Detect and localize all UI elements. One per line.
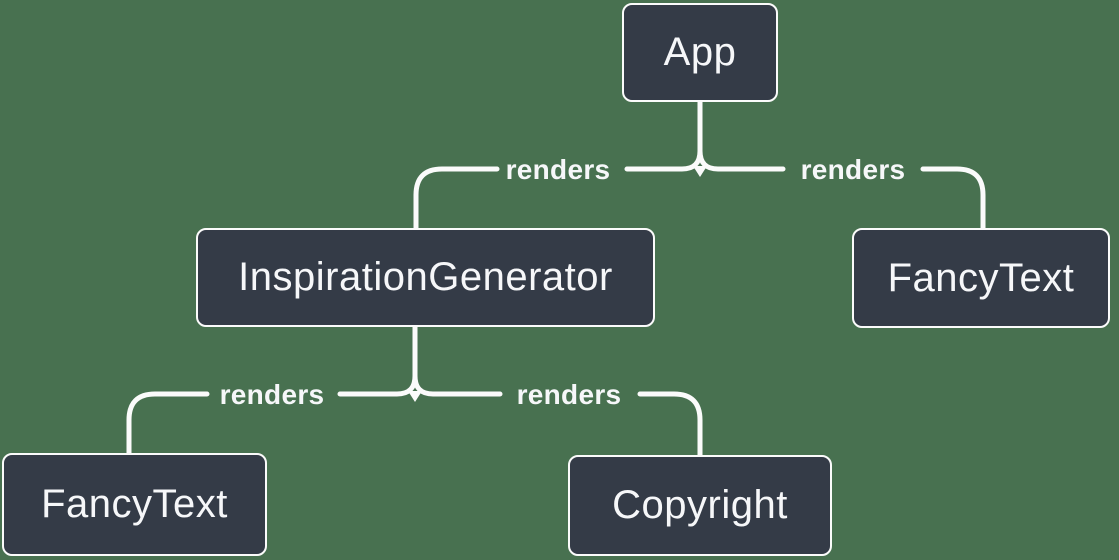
edge-to-fancy-text-right — [920, 166, 986, 231]
edge-to-copyright — [637, 391, 703, 458]
node-fancy-text-bottom-left-label: FancyText — [41, 482, 228, 526]
node-fancy-text-top-right-label: FancyText — [887, 255, 1075, 300]
edge-label-inspiration-generator-to-fancy-text: renders — [219, 379, 325, 410]
edge-inspiration-branch-cusp — [408, 391, 422, 402]
edge-inspiration-right-branch — [412, 324, 503, 397]
node-inspiration-generator-label: InspirationGenerator — [238, 255, 613, 299]
edge-label-app-to-fancy-text: renders — [800, 154, 906, 185]
edge-inspiration-left-branch — [337, 324, 418, 397]
node-app: App — [622, 3, 778, 102]
edge-to-inspiration-generator — [413, 166, 500, 231]
node-fancy-text-top-right: FancyText — [852, 228, 1110, 328]
edge-label-inspiration-generator-to-copyright: renders — [516, 379, 622, 410]
node-copyright-label: Copyright — [612, 483, 788, 527]
node-copyright: Copyright — [568, 455, 832, 556]
edge-to-fancy-text-left — [126, 391, 210, 456]
edge-app-left-branch — [624, 99, 703, 172]
node-fancy-text-bottom-left: FancyText — [2, 453, 267, 556]
node-inspiration-generator: InspirationGenerator — [196, 228, 655, 327]
node-app-label: App — [663, 30, 737, 74]
edge-app-right-branch — [697, 99, 786, 172]
edge-app-branch-cusp — [693, 166, 707, 177]
edge-label-app-to-inspiration-generator: renders — [505, 154, 611, 185]
